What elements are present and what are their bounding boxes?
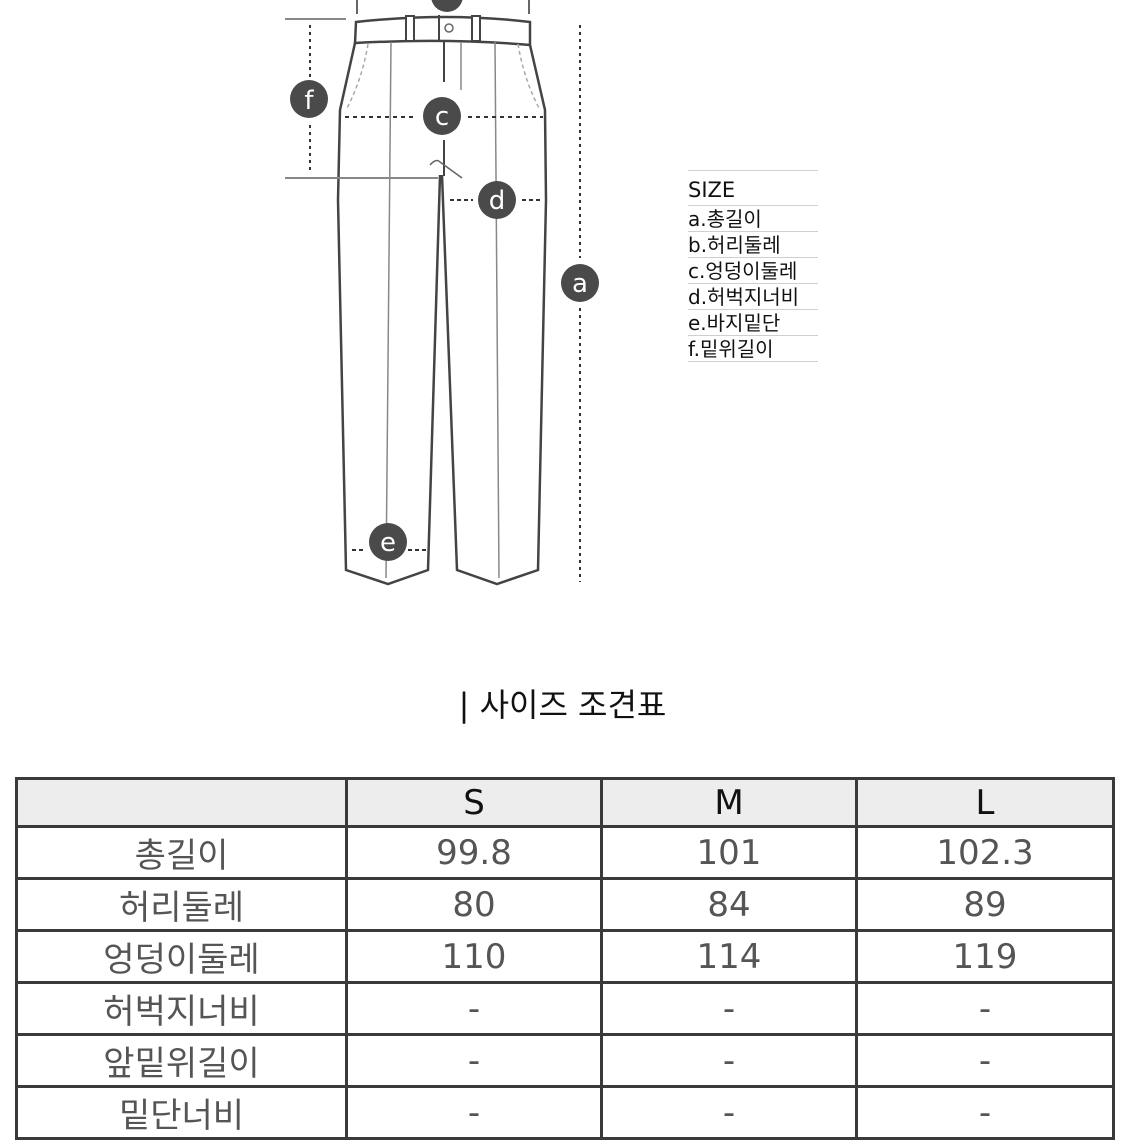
cell-value: 119 — [855, 929, 1115, 984]
row-label: 밑단너비 — [15, 1085, 348, 1140]
size-table: S M L 총길이 99.8 101 102.3 허리둘레 80 84 89 엉… — [15, 777, 1115, 1140]
table-header-row: S M L — [15, 777, 1115, 828]
marker-c-icon: c — [423, 97, 461, 135]
size-legend: SIZE a.총길이 b.허리둘레 c.엉덩이둘레 d.허벅지너비 e.바지밑단… — [688, 170, 818, 362]
header-cell-l: L — [855, 777, 1115, 828]
legend-item: f.밑위길이 — [688, 335, 818, 362]
cell-value: - — [600, 981, 858, 1036]
pants-illustration: f c d a e — [285, 0, 599, 586]
header-cell-empty — [15, 777, 348, 828]
row-label: 엉덩이둘레 — [15, 929, 348, 984]
table-row: 엉덩이둘레 110 114 119 — [15, 929, 1115, 984]
cell-value: 102.3 — [855, 825, 1115, 880]
row-label: 허리둘레 — [15, 877, 348, 932]
cell-value: - — [855, 1085, 1115, 1140]
cell-value: 101 — [600, 825, 858, 880]
header-cell-s: S — [345, 777, 603, 828]
marker-d-icon: d — [478, 181, 516, 219]
cell-value: - — [345, 1033, 603, 1088]
svg-text:f: f — [304, 86, 314, 116]
legend-item: c.엉덩이둘레 — [688, 257, 818, 283]
cell-value: 99.8 — [345, 825, 603, 880]
table-row: 앞밑위길이 - - - — [15, 1033, 1115, 1088]
size-chart-title: | 사이즈 조견표 — [458, 686, 667, 724]
cell-value: 84 — [600, 877, 858, 932]
table-row: 총길이 99.8 101 102.3 — [15, 825, 1115, 880]
cell-value: 80 — [345, 877, 603, 932]
cell-value: - — [345, 981, 603, 1036]
cell-value: 110 — [345, 929, 603, 984]
legend-item: d.허벅지너비 — [688, 283, 818, 309]
legend-item: e.바지밑단 — [688, 309, 818, 335]
table-row: 허벅지너비 - - - — [15, 981, 1115, 1036]
svg-text:a: a — [572, 269, 588, 299]
svg-text:d: d — [489, 186, 506, 216]
legend-title: SIZE — [688, 170, 818, 205]
svg-text:e: e — [380, 528, 396, 558]
cell-value: 89 — [855, 877, 1115, 932]
cell-value: - — [600, 1085, 858, 1140]
marker-e-icon: e — [369, 523, 407, 561]
table-row: 허리둘레 80 84 89 — [15, 877, 1115, 932]
pants-measurement-diagram: f c d a e SIZE a.총길이 b.허리둘레 c.엉덩이둘레 d.허벅… — [285, 0, 818, 586]
cell-value: - — [855, 981, 1115, 1036]
svg-text:c: c — [435, 102, 449, 132]
marker-f-icon: f — [290, 80, 328, 118]
header-cell-m: M — [600, 777, 858, 828]
cell-value: - — [600, 1033, 858, 1088]
cell-value: - — [855, 1033, 1115, 1088]
marker-a-icon: a — [561, 264, 599, 302]
cell-value: - — [345, 1085, 603, 1140]
row-label: 앞밑위길이 — [15, 1033, 348, 1088]
cell-value: 114 — [600, 929, 858, 984]
table-row: 밑단너비 - - - — [15, 1085, 1115, 1140]
legend-item: a.총길이 — [688, 205, 818, 231]
row-label: 허벅지너비 — [15, 981, 348, 1036]
legend-item: b.허리둘레 — [688, 231, 818, 257]
row-label: 총길이 — [15, 825, 348, 880]
